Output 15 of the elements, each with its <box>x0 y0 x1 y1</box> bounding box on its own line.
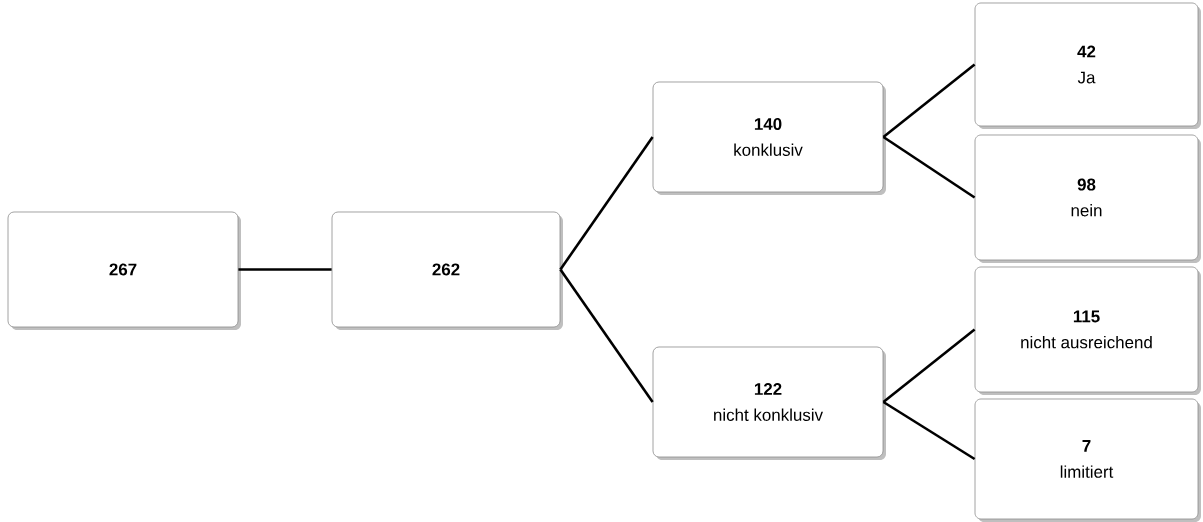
connector-line <box>559 136 654 271</box>
box: 262 <box>331 211 563 330</box>
connector-line <box>882 135 976 199</box>
connector-line <box>882 400 976 461</box>
box: 98 nein <box>974 134 1201 263</box>
connector-line <box>238 268 332 271</box>
box: 7 limitiert <box>974 398 1201 522</box>
box: 122 nicht konklusiv <box>652 346 886 460</box>
box: 115 nicht ausreichend <box>974 266 1201 395</box>
box: 267 <box>7 211 241 330</box>
box: 140 konklusiv <box>652 81 886 195</box>
connector-line <box>559 268 654 403</box>
box: 42 Ja <box>974 2 1201 129</box>
connector-line <box>882 328 976 403</box>
connector-line <box>882 63 976 138</box>
